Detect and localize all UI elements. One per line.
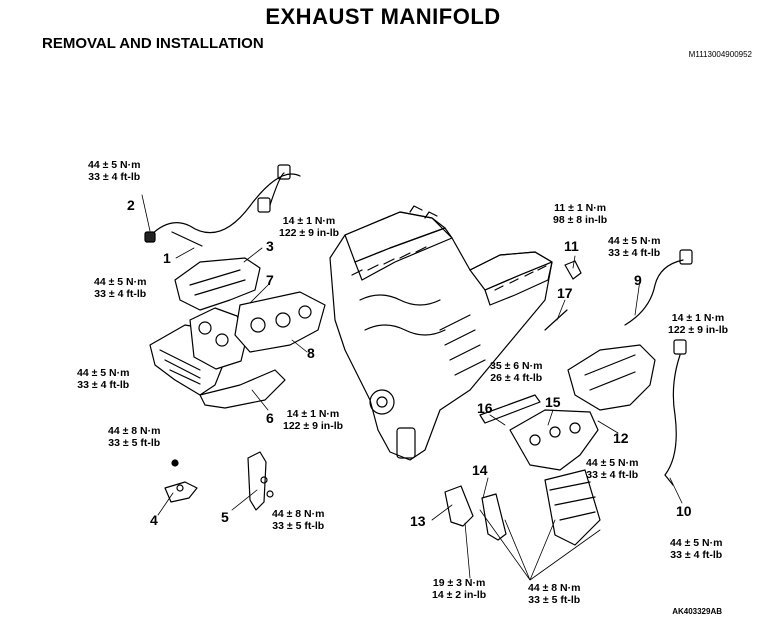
callout-10: 10 <box>676 503 692 519</box>
left-lower-bracket <box>199 369 286 409</box>
callout-12: 12 <box>613 430 629 446</box>
right-heat-protector <box>567 344 656 411</box>
callout-9: 9 <box>634 272 642 288</box>
stay-14 <box>481 493 507 541</box>
callout-15: 15 <box>545 394 561 410</box>
stay-13 <box>444 485 474 527</box>
section-subtitle: REMOVAL AND INSTALLATION <box>42 35 264 52</box>
document-id: M1113004900952 <box>688 50 752 59</box>
left-exhaust-manifold <box>189 307 248 370</box>
left-manifold-gasket <box>234 291 326 353</box>
page-title: EXHAUST MANIFOLD <box>265 4 501 29</box>
callout-16: 16 <box>477 400 493 416</box>
callout-6: 6 <box>266 410 274 426</box>
right-exhaust-manifold <box>509 409 599 471</box>
bracket-4 <box>164 459 198 503</box>
callout-17: 17 <box>557 285 573 301</box>
figure-id: AK403329AB <box>672 607 722 616</box>
engine-block <box>329 205 553 461</box>
callout-14: 14 <box>472 462 488 478</box>
part-11-bracket <box>564 260 582 280</box>
callout-5: 5 <box>221 509 229 525</box>
callout-8: 8 <box>307 345 315 361</box>
right-oxygen-sensor-upper <box>624 249 693 326</box>
left-upper-cover <box>174 257 261 311</box>
callout-3: 3 <box>266 238 274 254</box>
callout-13: 13 <box>410 513 426 529</box>
catalytic-converter <box>544 469 601 546</box>
callout-1: 1 <box>163 250 171 266</box>
bracket-5 <box>247 451 274 511</box>
left-oxygen-sensor <box>144 164 301 247</box>
right-oxygen-sensor-lower <box>664 339 687 486</box>
part-17-stud <box>544 309 568 331</box>
callout-7: 7 <box>266 272 274 288</box>
callout-2: 2 <box>127 197 135 213</box>
right-gasket <box>479 394 541 424</box>
leader-lines <box>141 194 683 581</box>
callout-4: 4 <box>150 512 158 528</box>
callout-11: 11 <box>564 238 579 254</box>
